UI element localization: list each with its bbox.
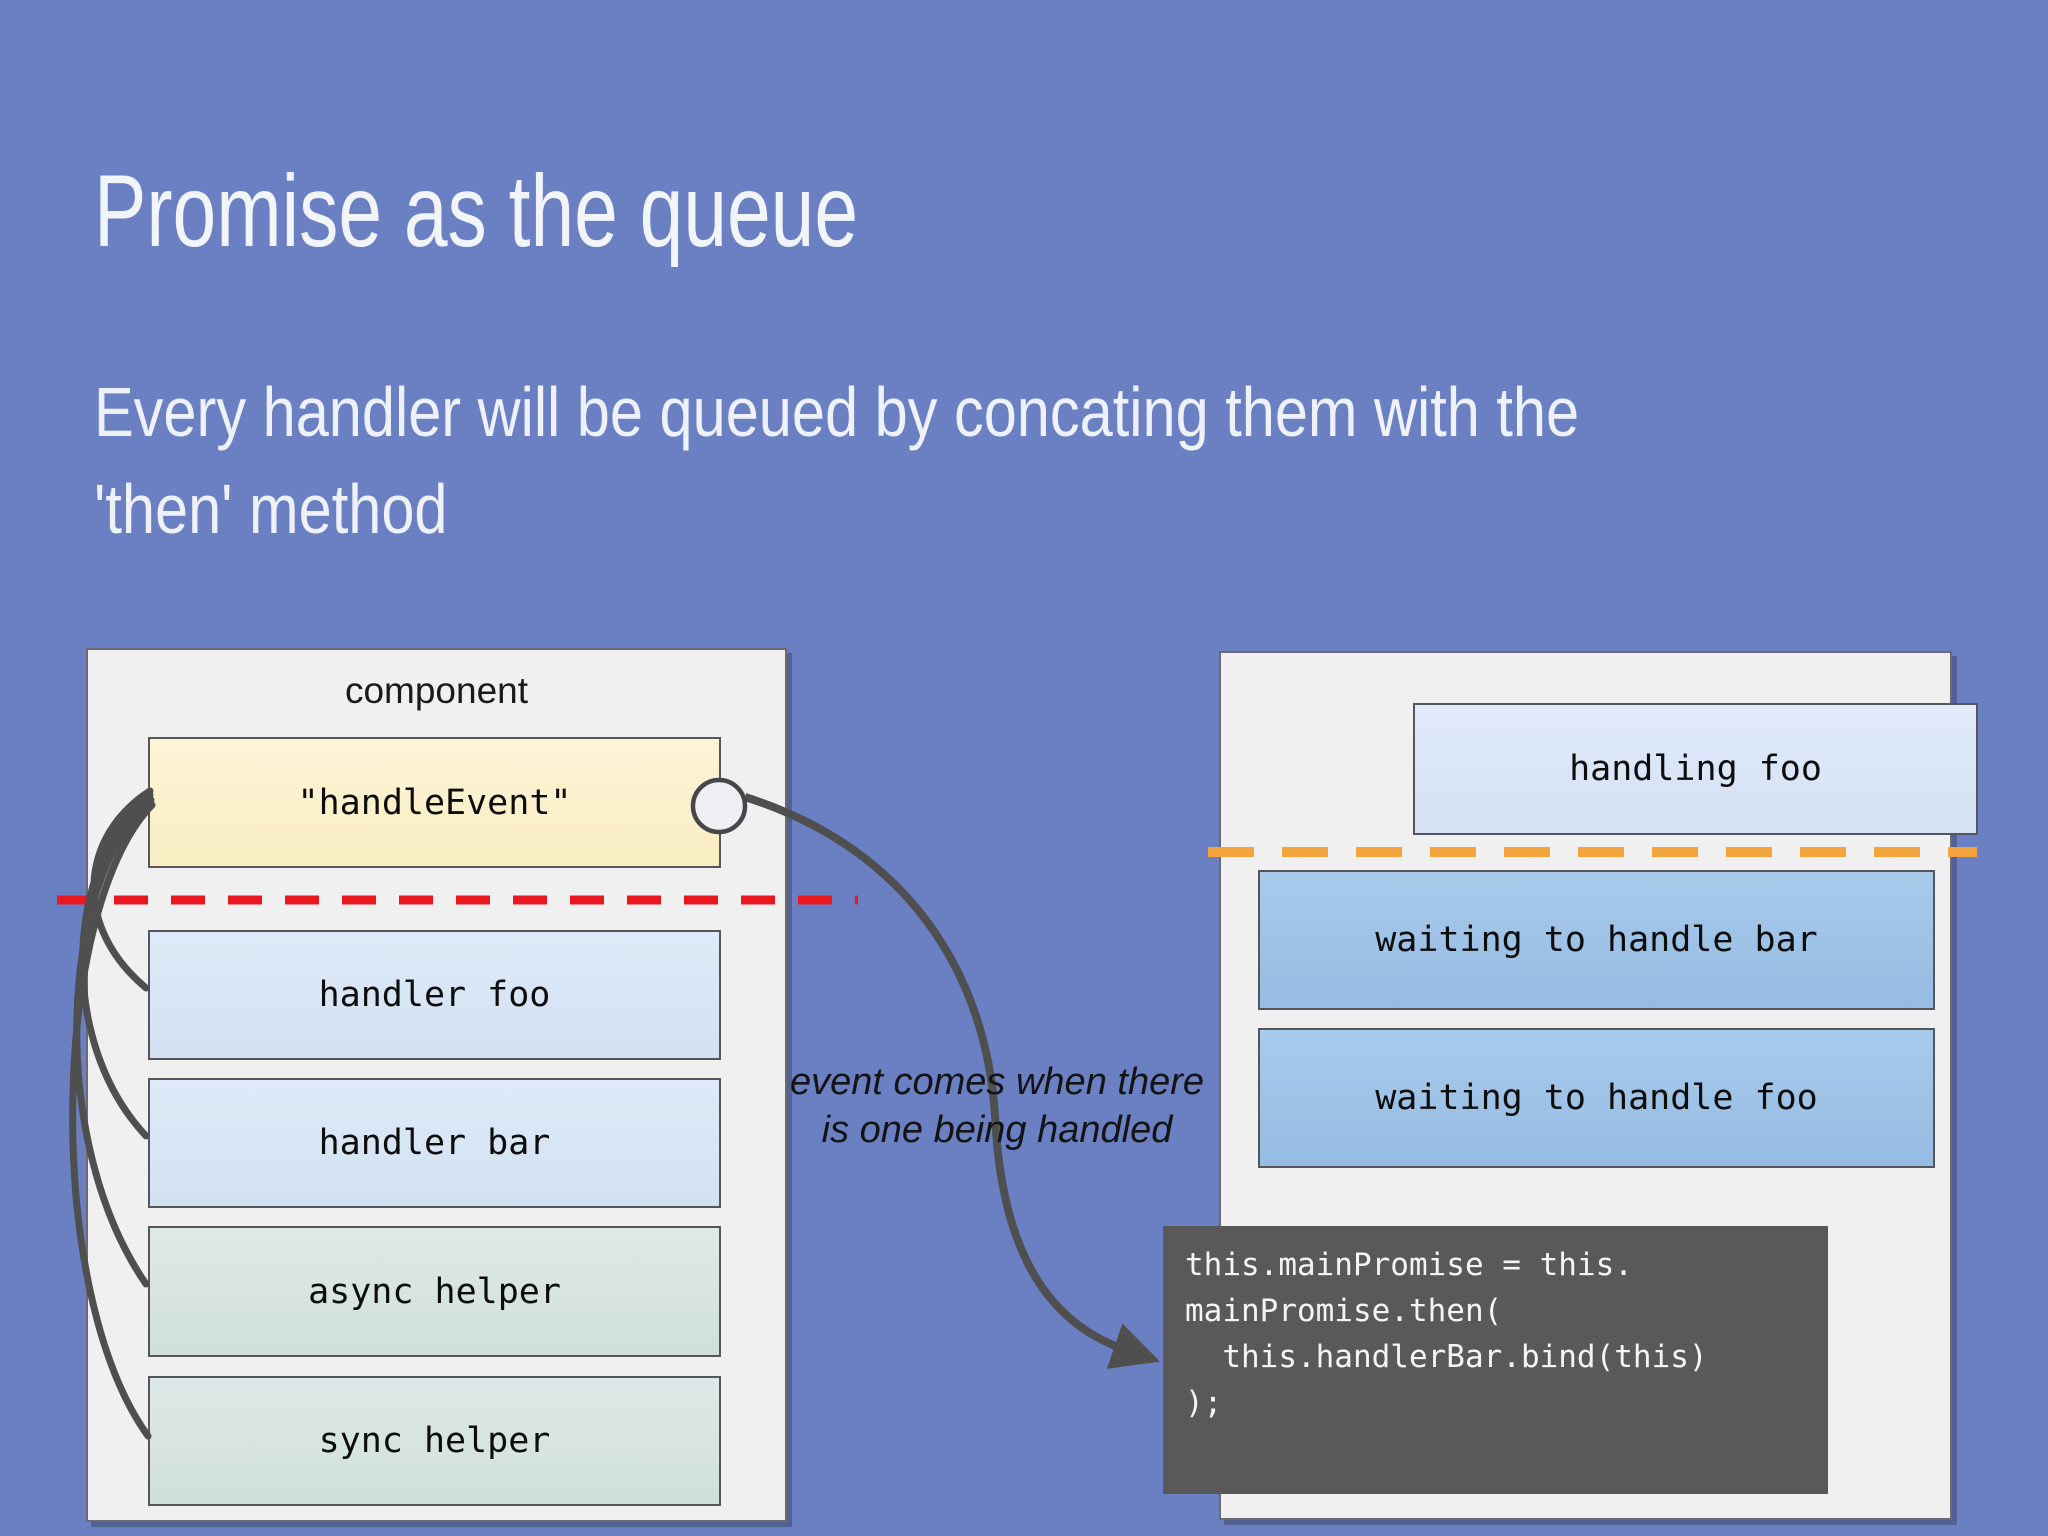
subtitle-line-2: 'then' method [94,470,448,548]
code-line: mainPromise.then( [1185,1293,1503,1329]
annotation-line-1: event comes when there [789,1061,1204,1103]
code-line: this.handlerBar.bind(this) [1185,1339,1708,1375]
annotation-line-2: is one being handled [821,1109,1173,1151]
async-helper-box: async helper [148,1226,721,1357]
event-annotation: event comes when there is one being hand… [687,1058,1307,1154]
handling-foo-box: handling foo [1413,703,1978,835]
code-line: this.mainPromise = this. [1185,1247,1633,1283]
page-title: Promise as the queue [94,154,859,268]
slide-subtitle: Every handler will be queued by concatin… [94,364,1579,558]
handler-bar-box: handler bar [148,1078,721,1208]
code-snippet: this.mainPromise = this. mainPromise.the… [1163,1226,1828,1494]
sync-helper-box: sync helper [148,1376,721,1506]
component-panel-label: component [344,670,529,711]
component-panel: component "handleEvent" handler foo hand… [86,648,787,1522]
waiting-bar-box: waiting to handle bar [1258,870,1935,1010]
waiting-foo-box: waiting to handle foo [1258,1028,1935,1168]
handle-event-box: "handleEvent" [148,737,721,868]
code-line: ); [1185,1385,1223,1421]
subtitle-line-1: Every handler will be queued by concatin… [94,373,1580,451]
handler-foo-box: handler foo [148,930,721,1060]
